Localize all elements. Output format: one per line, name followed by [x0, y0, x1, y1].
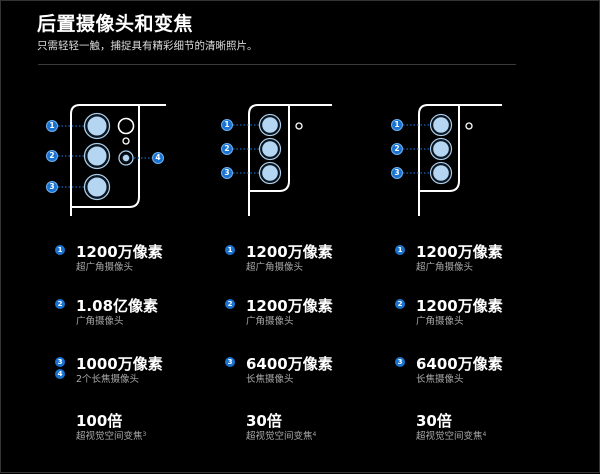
spec-camera-type: 超广角摄像头	[416, 262, 474, 273]
diagram-badge-2: 2	[221, 143, 233, 155]
zoom-label: 超视觉空间变焦	[76, 431, 143, 442]
spec-megapixels: 6400万像素	[416, 355, 503, 373]
zoom-spec: 30倍超视觉空间变焦4	[416, 412, 486, 443]
spec-camera-type: 广角摄像头	[416, 316, 464, 327]
spec-badge: 4	[55, 369, 65, 379]
spec-camera-type: 2个长焦摄像头	[76, 374, 140, 385]
spec-badge: 1	[225, 245, 235, 255]
spec-item: 6400万像素长焦摄像头	[246, 355, 333, 386]
mic-hole	[122, 137, 130, 145]
spec-item: 1200万像素超广角摄像头	[76, 243, 163, 274]
lens-ultrawide	[83, 112, 111, 140]
spec-megapixels: 1200万像素	[76, 243, 163, 261]
zoom-level: 100倍	[76, 412, 123, 430]
zoom-level: 30倍	[416, 412, 452, 430]
footnote-marker: 4	[312, 431, 317, 438]
zoom-level: 30倍	[246, 412, 282, 430]
divider	[38, 64, 516, 65]
spec-item: 1200万像素超广角摄像头	[246, 243, 333, 274]
zoom-spec: 100倍超视觉空间变焦3	[76, 412, 146, 443]
diagram-badge-4: 4	[152, 152, 164, 164]
diagram-badge-1: 1	[46, 120, 58, 132]
diagram-badge-3: 3	[391, 167, 403, 179]
spec-badge: 1	[55, 245, 65, 255]
diagram-badge-2: 2	[46, 150, 58, 162]
spec-camera-type: 广角摄像头	[76, 316, 124, 327]
spec-camera-type: 广角摄像头	[246, 316, 294, 327]
spec-item: 1200万像素超广角摄像头	[416, 243, 503, 274]
spec-badge: 3	[395, 357, 405, 367]
spec-badge: 2	[55, 299, 65, 309]
page-subtitle: 只需轻轻一触，捕捉具有精彩细节的清晰照片。	[37, 40, 258, 52]
phone-outline-base	[418, 104, 502, 216]
spec-megapixels: 1.08亿像素	[76, 297, 159, 315]
diagram-badge-3: 3	[221, 167, 233, 179]
page-title: 后置摄像头和变焦	[37, 13, 194, 35]
zoom-label: 超视觉空间变焦	[246, 431, 313, 442]
spec-megapixels: 1200万像素	[246, 297, 333, 315]
spec-badge: 3	[225, 357, 235, 367]
zoom-label: 超视觉空间变焦	[416, 431, 483, 442]
spec-item: 6400万像素长焦摄像头	[416, 355, 503, 386]
spec-camera-type: 长焦摄像头	[246, 374, 294, 385]
spec-megapixels: 1200万像素	[416, 297, 503, 315]
phone-outline-ultra	[70, 104, 166, 216]
spec-camera-type: 超广角摄像头	[76, 262, 134, 273]
spec-camera-type: 长焦摄像头	[416, 374, 464, 385]
diagram-badge-1: 1	[391, 119, 403, 131]
dotted-leaders-1	[58, 125, 152, 188]
spec-megapixels: 1200万像素	[246, 243, 333, 261]
flash	[295, 122, 303, 130]
diagram-badge-3: 3	[46, 181, 58, 193]
spec-item: 1.08亿像素广角摄像头	[76, 297, 158, 328]
spec-badge: 3	[55, 357, 65, 367]
diagram-badge-2: 2	[391, 143, 403, 155]
lens-tele	[83, 173, 111, 201]
spec-megapixels: 6400万像素	[246, 355, 333, 373]
spec-megapixels: 1000万像素	[76, 355, 163, 373]
spec-item: 1200万像素广角摄像头	[416, 297, 503, 328]
footnote-marker: 3	[142, 431, 147, 438]
spec-badge: 2	[225, 299, 235, 309]
spec-item: 1200万像素广角摄像头	[246, 297, 333, 328]
spec-badge: 2	[395, 299, 405, 309]
spec-camera-type: 超广角摄像头	[246, 262, 304, 273]
spec-megapixels: 1200万像素	[416, 243, 503, 261]
phone-outline-plus	[248, 104, 332, 216]
footnote-marker: 4	[482, 431, 487, 438]
spec-badge: 1	[395, 245, 405, 255]
zoom-spec: 30倍超视觉空间变焦4	[246, 412, 316, 443]
laser-af-sensor	[117, 117, 135, 135]
lens-periscope	[118, 150, 134, 166]
lens-wide	[83, 142, 111, 170]
diagram-badge-1: 1	[221, 119, 233, 131]
